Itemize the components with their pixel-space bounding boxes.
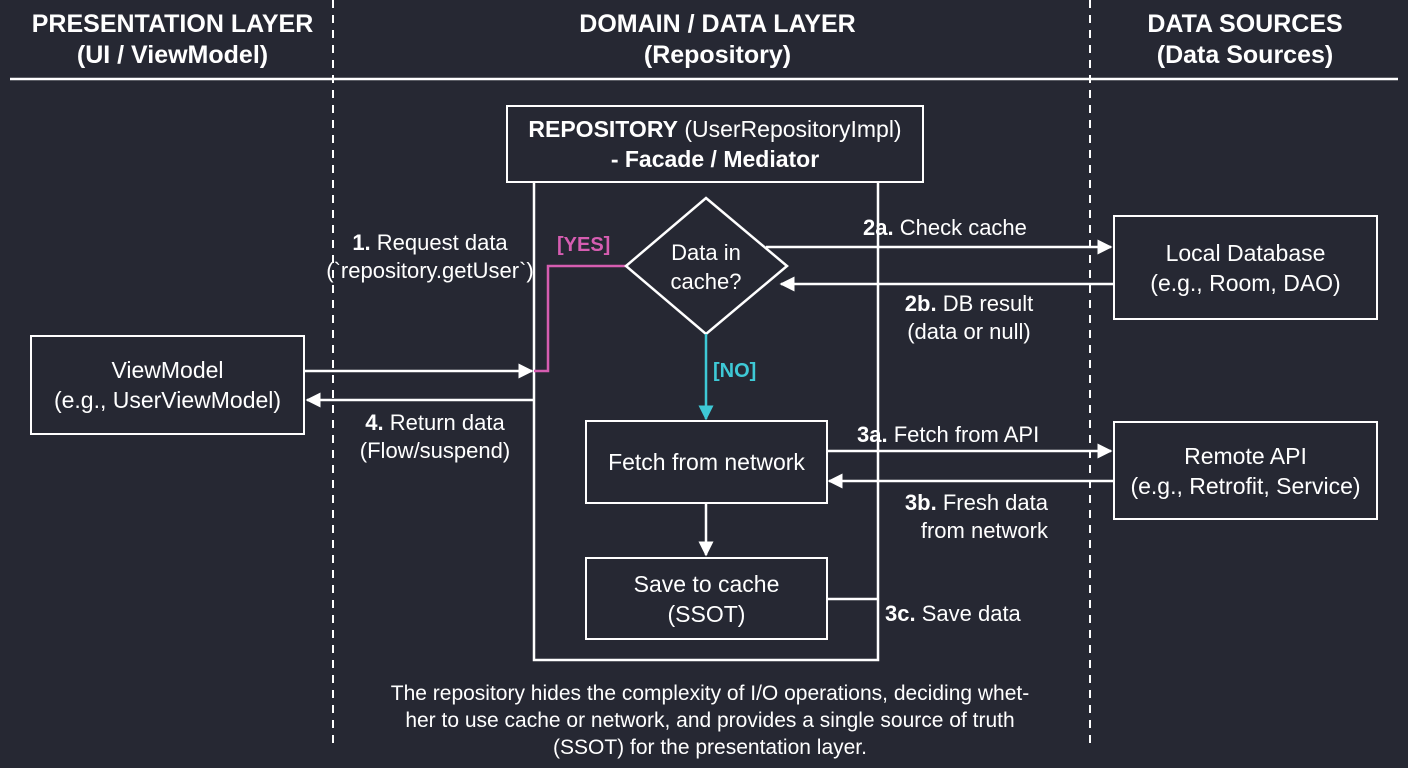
step-3a-text: Fetch from API	[893, 422, 1040, 447]
remote-api-box: Remote API (e.g., Retrofit, Service)	[1113, 421, 1378, 520]
repository-role: - Facade / Mediator	[610, 146, 820, 172]
no-label: [NO]	[713, 360, 757, 382]
yes-label: [YES]	[557, 234, 611, 256]
repository-name: REPOSITORY	[528, 116, 678, 142]
step-4-text: Return data	[389, 410, 505, 435]
viewmodel-example: (e.g., UserViewModel)	[53, 387, 282, 413]
viewmodel-title: ViewModel	[111, 357, 224, 383]
step-2b-text: DB result	[942, 291, 1034, 316]
presentation-layer-title: PRESENTATION LAYER	[31, 10, 314, 38]
step-4-detail: (Flow/suspend)	[359, 438, 511, 463]
step-1-text: Request data	[376, 230, 508, 255]
step-3a-label: 3a. Fetch from API	[857, 421, 1039, 449]
step-4-label: 4. Return data (Flow/suspend)	[330, 409, 540, 465]
presentation-layer-header: PRESENTATION LAYER (UI / ViewModel)	[15, 9, 330, 71]
domain-layer-subtitle: (Repository)	[643, 41, 792, 69]
repository-impl: (UserRepositoryImpl)	[684, 116, 902, 142]
step-2b-number: 2b.	[904, 291, 937, 316]
repository-container-outline	[532, 183, 880, 662]
decision-line-1: Data in	[671, 240, 741, 265]
step-3b-label: 3b. Fresh data from network	[870, 489, 1048, 545]
step-3c-number: 3c.	[885, 601, 916, 626]
presentation-layer-subtitle: (UI / ViewModel)	[76, 41, 269, 69]
step-1-label: 1. Request data (`repository.getUser`)	[300, 229, 560, 285]
footnote-line-2: her to use cache or network, and provide…	[405, 709, 1015, 732]
step-2b-detail: (data or null)	[907, 319, 1031, 344]
remote-api-example: (e.g., Retrofit, Service)	[1130, 472, 1361, 499]
domain-layer-header: DOMAIN / DATA LAYER (Repository)	[520, 9, 915, 71]
local-database-example: (e.g., Room, DAO)	[1150, 269, 1341, 296]
step-4-number: 4.	[365, 410, 384, 435]
remote-api-title: Remote API	[1184, 442, 1307, 469]
step-2a-number: 2a.	[863, 215, 894, 240]
step-3c-text: Save data	[921, 601, 1021, 626]
step-3b-detail: from network	[920, 518, 1048, 543]
data-sources-subtitle: (Data Sources)	[1156, 41, 1334, 69]
yes-path	[534, 264, 626, 373]
decision-line-2: cache?	[670, 269, 742, 294]
step-1-number: 1.	[352, 230, 371, 255]
fetch-network-label: Fetch from network	[608, 449, 805, 475]
footnote: The repository hides the complexity of I…	[330, 680, 1090, 761]
local-database-box: Local Database (e.g., Room, DAO)	[1113, 215, 1378, 320]
step-3b-number: 3b.	[904, 490, 937, 515]
save-cache-title: Save to cache	[633, 570, 780, 597]
data-sources-header: DATA SOURCES (Data Sources)	[1110, 9, 1380, 71]
step-1-detail: (`repository.getUser`)	[326, 258, 534, 283]
fetch-network-box: Fetch from network	[585, 420, 828, 504]
save-cache-box: Save to cache (SSOT)	[585, 557, 828, 640]
step-2a-label: 2a. Check cache	[863, 214, 1027, 242]
data-sources-title: DATA SOURCES	[1147, 10, 1343, 38]
decision-label: Data in cache?	[641, 238, 771, 296]
step-3b-text: Fresh data	[942, 490, 1048, 515]
domain-layer-title: DOMAIN / DATA LAYER	[579, 10, 856, 38]
footnote-line-3: (SSOT) for the presentation layer.	[553, 736, 867, 759]
step-2a-text: Check cache	[899, 215, 1027, 240]
viewmodel-box: ViewModel (e.g., UserViewModel)	[30, 335, 305, 435]
repository-box: REPOSITORY (UserRepositoryImpl) - Facade…	[506, 105, 924, 183]
local-database-title: Local Database	[1165, 239, 1326, 266]
step-3c-label: 3c. Save data	[885, 600, 1021, 628]
save-cache-ssot: (SSOT)	[667, 600, 746, 627]
repository-heading: REPOSITORY (UserRepositoryImpl)	[528, 114, 901, 144]
step-3a-number: 3a.	[857, 422, 888, 447]
footnote-line-1: The repository hides the complexity of I…	[390, 682, 1030, 705]
step-2b-label: 2b. DB result (data or null)	[880, 290, 1058, 346]
